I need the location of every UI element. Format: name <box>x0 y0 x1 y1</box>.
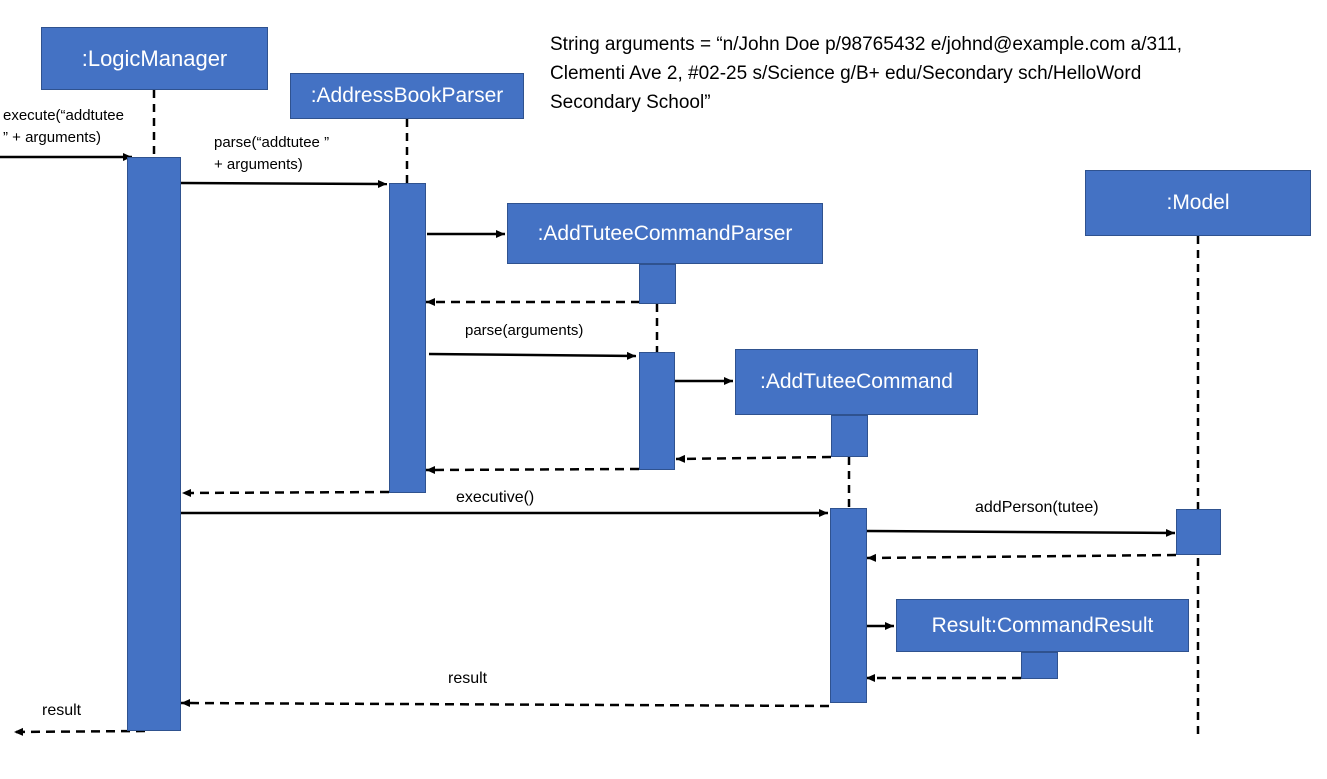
return-parse-addtutee <box>181 488 390 497</box>
participant-model: :Model <box>1085 170 1311 236</box>
label-executive: executive() <box>456 489 535 506</box>
participant-add-tutee-command-label: :AddTuteeCommand <box>760 370 953 393</box>
label-parse-addtutee: parse(“addtutee ” + arguments) <box>214 132 329 176</box>
participant-add-tutee-command-parser-label: :AddTuteeCommandParser <box>537 221 793 245</box>
participant-add-tutee-command-parser: :AddTuteeCommandParser <box>507 203 823 264</box>
label-add-person: addPerson(tutee) <box>975 499 1099 516</box>
label-execute-line2: ” + arguments) <box>3 129 101 146</box>
label-execute: execute(“addtutee ” + arguments) <box>3 105 124 149</box>
msg-parse-arguments <box>428 351 637 360</box>
label-result-out: result <box>42 702 82 719</box>
activation-model <box>1176 509 1221 555</box>
return-result <box>180 699 830 708</box>
activation-logic-manager <box>127 157 181 731</box>
participant-command-result: Result:CommandResult <box>896 599 1189 652</box>
participant-command-result-label: Result:CommandResult <box>931 613 1154 637</box>
return-command <box>675 454 832 463</box>
activation-add-tutee-command-parser-1 <box>639 264 676 304</box>
arguments-note-line2: Clementi Ave 2, #02-25 s/Science g/B+ ed… <box>550 63 1142 84</box>
activation-address-book-parser <box>389 183 426 493</box>
activation-add-tutee-command-1 <box>831 415 868 457</box>
msg-parse-addtutee <box>180 179 388 188</box>
label-result-return: result <box>448 670 488 687</box>
participant-logic-manager-label: :LogicManager <box>81 45 228 71</box>
activation-add-tutee-command-parser-2 <box>639 352 675 470</box>
participant-model-label: :Model <box>1166 191 1230 214</box>
activation-command-result <box>1021 652 1058 679</box>
label-parse-addtutee-line1: parse(“addtutee ” <box>214 134 330 151</box>
arguments-note: String arguments = “n/John Doe p/9876543… <box>550 30 1310 117</box>
label-execute-line1: execute(“addtutee <box>3 107 124 124</box>
participant-logic-manager: :LogicManager <box>41 27 268 90</box>
participant-add-tutee-command: :AddTuteeCommand <box>735 349 978 415</box>
return-add-person <box>866 553 1177 562</box>
label-parse-addtutee-line2: + arguments) <box>214 156 303 173</box>
msg-add-person <box>865 528 1176 537</box>
participant-address-book-parser-label: :AddressBookParser <box>310 84 504 107</box>
return-parse-arguments <box>425 465 640 474</box>
participant-address-book-parser: :AddressBookParser <box>290 73 524 119</box>
arguments-note-line1: String arguments = “n/John Doe p/9876543… <box>550 34 1183 55</box>
return-result-out <box>13 727 146 736</box>
label-parse-arguments: parse(arguments) <box>465 322 584 339</box>
activation-add-tutee-command-2 <box>830 508 867 703</box>
arguments-note-line3: Secondary School” <box>550 92 711 113</box>
